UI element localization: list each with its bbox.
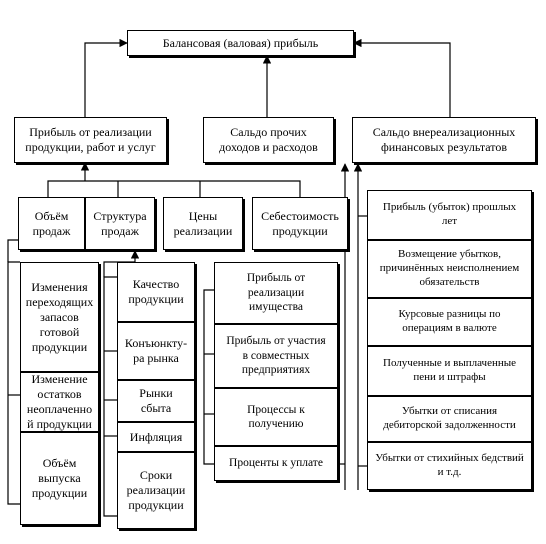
- level1-nonoperating-balance: Сальдо внереализационных финансовых резу…: [352, 117, 536, 163]
- connector-other-group: [203, 289, 214, 465]
- other-item-processes-receivable: Процессы к получению: [214, 388, 338, 446]
- nonop-item-natural-disasters: Убытки от стихийных бедствий и т.д.: [367, 442, 532, 490]
- connector-sales-bus: [47, 180, 301, 197]
- nonop-item-penalties: Полученные и выплаченные пени и штрафы: [367, 346, 532, 396]
- structure-item-sales-terms: Сроки реализации продукции: [117, 452, 195, 529]
- connector-volume-group: [7, 261, 20, 505]
- factor-sales-structure: Структура продаж: [85, 197, 155, 250]
- connector-sales-to-root: [84, 38, 128, 117]
- level1-other-balance: Сальдо прочих доходов и расходов: [203, 117, 334, 163]
- structure-item-quality: Качество продукции: [117, 262, 195, 322]
- connector-structure-group: [103, 276, 117, 517]
- factor-sales-prices: Цены реализации: [163, 197, 243, 250]
- factor-production-cost: Себестоимость продукции: [252, 197, 348, 250]
- other-item-interest-payable: Проценты к уплате: [214, 446, 338, 481]
- volume-item-finished-stock: Изменения переходящих запасов готовой пр…: [20, 262, 99, 372]
- level1-sales-profit: Прибыль от реализации продукции, работ и…: [14, 117, 167, 163]
- structure-item-sales-markets: Рынки сбыта: [117, 380, 195, 422]
- other-item-joint-ventures: Прибыль от участия в совместных предприя…: [214, 324, 338, 388]
- nonop-item-damages: Возмещение убытков, причинённых неисполн…: [367, 240, 532, 298]
- other-item-asset-sale: Прибыль от реализации имущества: [214, 262, 338, 324]
- structure-item-inflation: Инфляция: [117, 422, 195, 452]
- root-balance-profit: Балансовая (валовая) прибыль: [127, 30, 354, 56]
- volume-item-unpaid-balance: Изменение остатков неоплаченно й продукц…: [20, 372, 99, 432]
- nonop-item-prior-years: Прибыль (убыток) прошлых лет: [367, 190, 532, 240]
- nonop-item-fx-differences: Курсовые разницы по операциям в валюте: [367, 298, 532, 346]
- factor-sales-volume: Объём продаж: [18, 197, 85, 250]
- volume-item-output: Объём выпуска продукции: [20, 432, 99, 525]
- nonop-item-receivables-writeoff: Убытки от списания дебиторской задолженн…: [367, 396, 532, 442]
- structure-item-market-conditions: Конъюнкту- ра рынка: [117, 322, 195, 380]
- connector-nonop-to-root: [353, 38, 451, 117]
